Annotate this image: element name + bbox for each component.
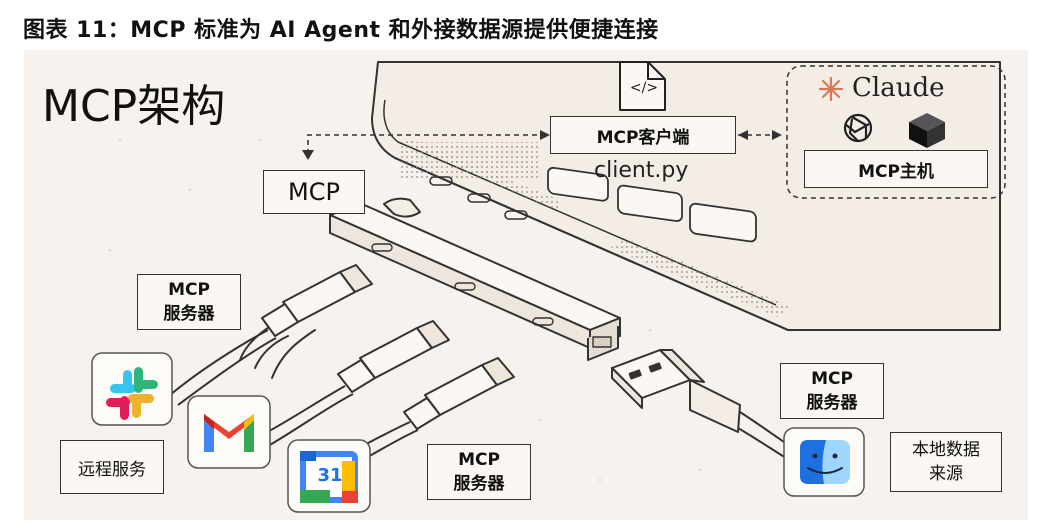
claude-icon bbox=[818, 76, 844, 102]
mcp-host-box: MCP主机 bbox=[804, 150, 988, 188]
file-code-icon bbox=[619, 61, 666, 111]
figure-title: 图表 11：MCP 标准为 AI Agent 和外接数据源提供便捷连接 bbox=[23, 18, 659, 43]
mcp-server-label-right: MCP 服务器 bbox=[806, 369, 858, 413]
remote-service-label: 远程服务 bbox=[78, 459, 146, 480]
mcp-server-label-bottom: MCP 服务器 bbox=[453, 450, 505, 494]
mcp-client-label: MCP客户端 bbox=[596, 127, 690, 148]
laptop-speaker-grille-right bbox=[610, 238, 790, 318]
mcp-hub-box: MCP bbox=[263, 170, 365, 214]
laptop-ports bbox=[429, 176, 528, 220]
host-container bbox=[786, 65, 1006, 199]
cable-gmail bbox=[261, 320, 450, 447]
claude-brand-label: Claude bbox=[852, 73, 945, 103]
mcp-server-label-left: MCP 服务器 bbox=[163, 280, 215, 324]
diagram-title: MCP架构 bbox=[42, 81, 226, 132]
local-data-source-box: 本地数据 来源 bbox=[890, 432, 1002, 492]
mcp-server-box-bottom: MCP 服务器 bbox=[427, 444, 531, 500]
local-data-source-label: 本地数据 来源 bbox=[912, 440, 980, 484]
cable-slack bbox=[169, 264, 373, 406]
finder-icon bbox=[783, 427, 865, 497]
arrowheads bbox=[302, 130, 782, 160]
slack-icon bbox=[91, 352, 173, 426]
usb-a-plug bbox=[611, 349, 791, 459]
dashed-connectors bbox=[307, 134, 770, 154]
cube-icon bbox=[909, 113, 945, 148]
laptop bbox=[371, 61, 1001, 331]
mcp-client-box: MCP客户端 bbox=[550, 116, 736, 154]
google-calendar-icon bbox=[287, 439, 371, 513]
mcp-host-label: MCP主机 bbox=[858, 161, 934, 182]
remote-service-box: 远程服务 bbox=[60, 440, 164, 494]
mcp-hub bbox=[329, 197, 621, 361]
mcp-server-box-left: MCP 服务器 bbox=[137, 274, 241, 330]
mcp-server-box-right: MCP 服务器 bbox=[780, 363, 884, 419]
openai-icon bbox=[843, 113, 873, 143]
file-code-symbol: </> bbox=[629, 80, 659, 96]
client-filename: client.py bbox=[594, 158, 689, 183]
gmail-icon bbox=[187, 395, 271, 469]
laptop-speaker-grille-left bbox=[400, 140, 560, 212]
mcp-hub-label: MCP bbox=[288, 178, 340, 206]
calendar-day-number: 31 bbox=[317, 465, 343, 486]
laptop-keys bbox=[547, 166, 757, 243]
